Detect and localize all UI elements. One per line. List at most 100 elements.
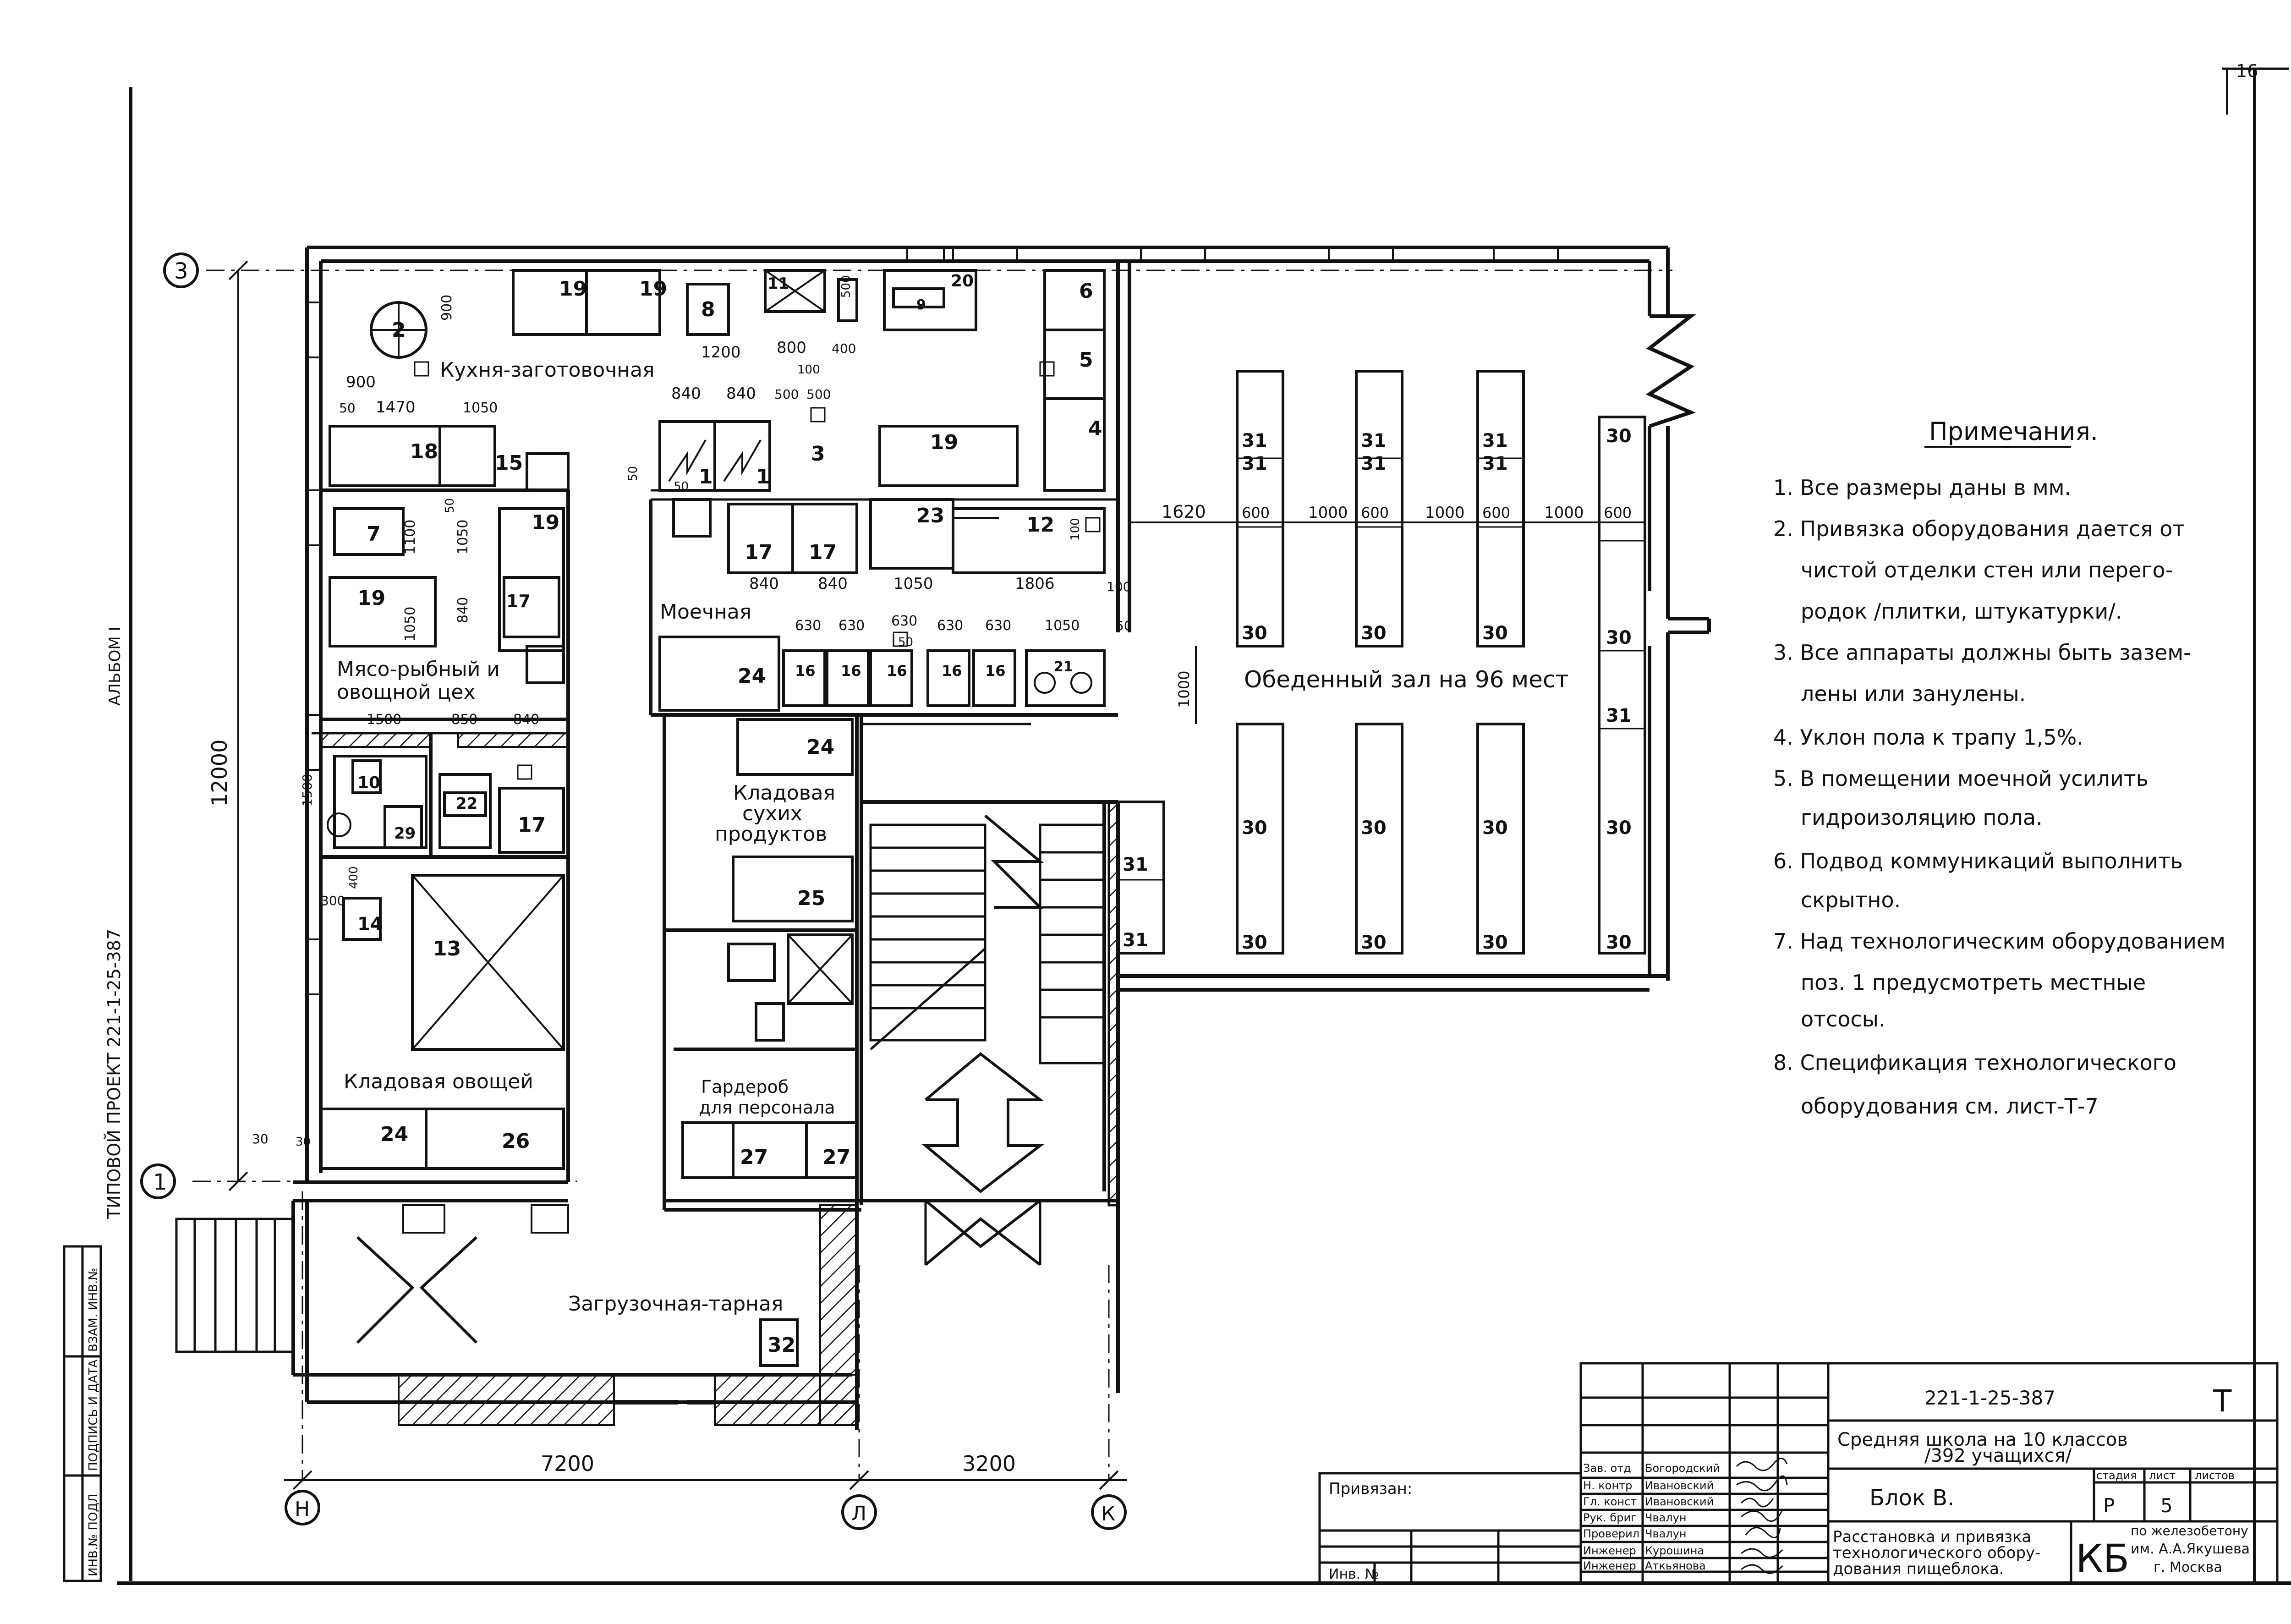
dim-label: 1050 [893, 575, 933, 593]
dim-label: 1000 [1425, 504, 1465, 522]
dim-label: 500 [774, 387, 799, 402]
axis-label-l: Л [851, 1502, 866, 1525]
dim-label: 1050 [455, 520, 471, 554]
note-line: родок /плитки, штукатурки/. [1801, 599, 2122, 624]
room-meat-1: Мясо-рыбный и [337, 658, 500, 681]
table-number: 30 [1482, 817, 1508, 839]
axis-label-1: 1 [153, 1169, 167, 1195]
equipment-number: 10 [357, 774, 380, 792]
axis-bubbles [140, 252, 1127, 1530]
dim-label: 50 [443, 498, 457, 513]
tb-name: Чвалун [1645, 1511, 1687, 1524]
table-number: 30 [1606, 817, 1632, 839]
dim-label: 500 [839, 275, 853, 298]
equipment-number: 20 [951, 272, 974, 291]
dim-label: 840 [455, 597, 471, 623]
equipment-number: 17 [745, 541, 773, 564]
equipment-number: 7 [367, 522, 381, 546]
dim-label: 840 [726, 384, 756, 403]
dim-label: 1050 [463, 400, 498, 416]
note-line: гидроизоляцию пола. [1801, 805, 2043, 830]
room-kitchen: Кухня-заготовочная [440, 358, 654, 382]
equipment-number: 17 [809, 541, 837, 564]
dim-label: 900 [346, 373, 376, 391]
table-number: 30 [1482, 932, 1508, 953]
dim-label: 1806 [1015, 575, 1055, 593]
dim-7200: 7200 [541, 1451, 594, 1476]
tb-code: 221-1-25-387 [1924, 1387, 2055, 1409]
equipment-number: 16 [795, 662, 816, 680]
tb-sheet: 5 [2160, 1494, 2173, 1517]
table-number: 30 [1361, 932, 1387, 953]
table-number: 30 [1361, 623, 1387, 644]
dim-label: 50 [674, 480, 689, 494]
equipment-number: 21 [1054, 659, 1073, 675]
equipment-number: 22 [456, 795, 477, 813]
equipment-number: 29 [394, 824, 416, 843]
entrance-steps [175, 1218, 295, 1353]
table-number: 31 [1123, 930, 1148, 951]
dim-label: 400 [832, 341, 856, 356]
dim-label: 1100 [402, 520, 418, 554]
dim-label: 1000 [1175, 671, 1193, 708]
equipment-number: 17 [518, 813, 546, 837]
note-line: чистой отделки стен или перего- [1801, 558, 2173, 582]
dim-label: 300 [321, 893, 345, 908]
tb-org-mark: КБ [2076, 1536, 2129, 1581]
room-dry-3: продуктов [715, 823, 827, 846]
dim-label: 600 [1361, 504, 1389, 521]
tb-tied: Привязан: [1329, 1480, 1412, 1498]
dim-label: 1050 [1045, 618, 1080, 634]
dim-label: 600 [1604, 504, 1632, 521]
equipment-number: 24 [806, 735, 834, 759]
equipment-number: 16 [841, 662, 861, 680]
table-number: 31 [1482, 430, 1508, 451]
equipment-number: 4 [1088, 417, 1102, 440]
axis-label-k: К [1101, 1502, 1115, 1525]
dim-label: 630 [937, 618, 963, 634]
room-wardrobe-1: Гардероб [701, 1077, 789, 1097]
album-label: АЛЬБОМ I [106, 627, 124, 706]
tb-role: Проверил [1583, 1527, 1639, 1540]
dim-label: 500 [806, 387, 831, 402]
floor-drains [414, 361, 1101, 780]
dim-label: 50 [339, 401, 356, 416]
tb-name: Ивановский [1645, 1495, 1714, 1508]
table-labels: 31 31 31 31 31 31 30 30 30 30 30 31 30 3… [1123, 426, 1632, 953]
dim-label: 840 [513, 712, 539, 728]
title-block-text: 221-1-25-387 Т Средняя школа на 10 класс… [1329, 1383, 2250, 1582]
tb-org-1: по железобетону [2131, 1523, 2248, 1538]
axis-bubble-h [285, 1490, 320, 1525]
tb-project-1: Средняя школа на 10 классов [1837, 1429, 2128, 1450]
tb-name: Чвалун [1645, 1527, 1687, 1540]
dimension-labels: 900 900 1200 800 100 400 500 50 1470 105… [252, 275, 1632, 1149]
axis-label-h: Н [295, 1498, 310, 1521]
dim-label: 600 [1242, 504, 1270, 521]
dim-label: 840 [671, 384, 701, 403]
table-number: 30 [1606, 932, 1632, 953]
table-number: 31 [1361, 430, 1387, 451]
dim-label: 1000 [1544, 504, 1584, 522]
dim-label: 1500 [367, 712, 401, 728]
side-stamp-replace: ВЗАМ. ИНВ.№ [87, 1268, 100, 1352]
dim-3200: 3200 [962, 1451, 1016, 1476]
note-line: отсосы. [1801, 1007, 1885, 1031]
table-number: 31 [1606, 705, 1632, 726]
equipment-number: 16 [887, 662, 907, 680]
dim-label: 800 [777, 339, 806, 357]
tb-block: Блок В. [1869, 1485, 1954, 1511]
tb-role: Инженер [1583, 1544, 1636, 1557]
walls [291, 246, 1711, 1430]
table-number: 30 [1606, 426, 1632, 447]
axis-bubble-l [841, 1494, 877, 1530]
note-line: 7. Над технологическим оборудованием [1773, 929, 2225, 954]
dim-label: 600 [1482, 504, 1510, 521]
note-line: 3. Все аппараты должны быть зазем- [1773, 640, 2191, 665]
room-dry-2: сухих [742, 802, 802, 825]
axis-bubble-k [1091, 1494, 1127, 1530]
equipment-number: 24 [380, 1123, 408, 1146]
dim-label: 50 [898, 636, 913, 649]
axis-bubble-3 [163, 252, 199, 288]
tb-role: Инженер [1583, 1559, 1636, 1572]
